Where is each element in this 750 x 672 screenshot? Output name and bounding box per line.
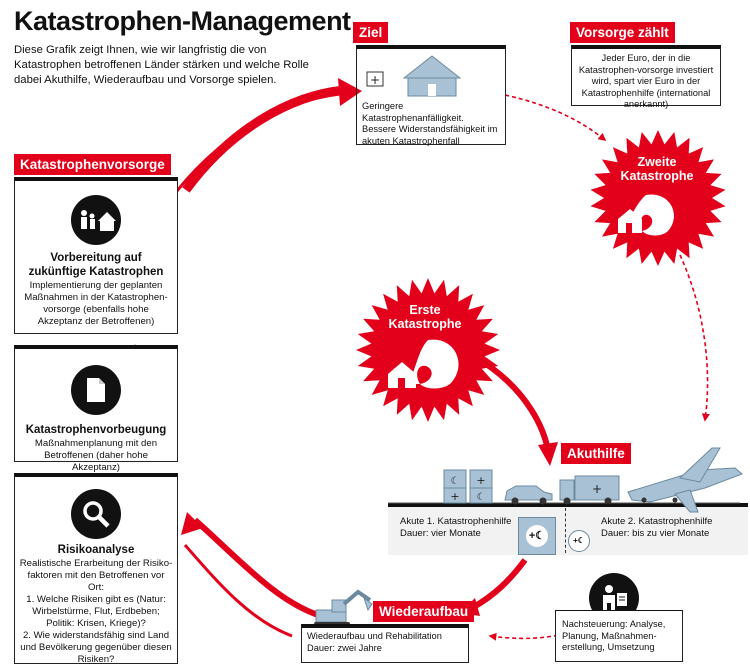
erste-katastrophe-text: Erste Katastrophe — [388, 303, 462, 331]
excavator-icon — [314, 589, 373, 627]
wiederaufbau-box: Wiederaufbau und Rehabilitation Dauer: z… — [301, 624, 469, 663]
svg-text:☾: ☾ — [451, 476, 460, 487]
relief-crates-icon: ☾ + + ☾ — [443, 469, 493, 504]
vorsorge-zaehlt-text: Jeder Euro, der in die Katastrophen-vors… — [578, 53, 714, 109]
vorsorge-zaehlt-box: Jeder Euro, der in die Katastrophen-vors… — [571, 45, 721, 109]
wiederaufbau-line1: Wiederaufbau und Rehabilitation — [307, 631, 442, 641]
wiederaufbau-line2: Dauer: zwei Jahre — [307, 642, 382, 653]
akute2-label: Akute 2. Katastrophenhilfe — [601, 516, 713, 527]
redcross-badge-small: +☾ — [568, 530, 590, 552]
svg-text:+: + — [370, 73, 380, 87]
magnifier-icon — [71, 489, 121, 539]
vorsorge-zaehlt-label: Vorsorge zählt — [570, 22, 675, 43]
ziel-box: Geringere Katastrophenanfälligkeit. Bess… — [356, 45, 506, 146]
arrow-vorsorge-to-ziel — [168, 78, 362, 201]
car-icon — [504, 485, 553, 505]
family-house-icon — [71, 195, 121, 245]
wiederaufbau-label: Wiederaufbau — [373, 601, 475, 622]
airplane-icon — [627, 447, 743, 513]
risikoanalyse-text: Realistische Erarbeitung der Risiko-fakt… — [19, 558, 173, 665]
dauer2-label: Dauer: bis zu vier Monate — [601, 528, 710, 539]
katastrophenvorsorge-label: Katastrophenvorsorge — [14, 154, 171, 175]
akuthilfe-right: Akute 2. Katastrophenhilfe Dauer: bis zu… — [601, 516, 712, 540]
vorbeugung-box: Katastrophenvorbeugung Maßnahmenplanung … — [14, 345, 178, 473]
katastrophenvorsorge-box: Vorbereitung auf zukünftige Katastrophen… — [14, 177, 178, 334]
truck-icon: + — [559, 475, 620, 505]
svg-text:+: + — [476, 474, 485, 487]
akuthilfe-panel — [388, 505, 748, 555]
wave-house-icon-zweite — [618, 194, 674, 236]
akute1-label: Akute 1. Katastrophenhilfe — [400, 516, 512, 527]
nachsteuerung-text: Nachsteuerung: Analyse, Planung, Maßnahm… — [562, 619, 666, 652]
document-icon — [71, 365, 121, 415]
nachsteuerung-box: Nachsteuerung: Analyse, Planung, Maßnahm… — [555, 610, 683, 662]
svg-text:+: + — [592, 482, 602, 496]
zweite-katastrophe-text: Zweite Katastrophe — [620, 155, 694, 183]
akuthilfe-divider — [565, 508, 566, 553]
arrow-erste-to-akuthilfe — [478, 357, 558, 466]
svg-text:+: + — [450, 490, 459, 503]
intro-text: Diese Grafik zeigt Ihnen, wie wir langfr… — [14, 44, 309, 86]
akuthilfe-left: Akute 1. Katastrophenhilfe Dauer: vier M… — [400, 516, 511, 540]
vorbeugung-heading: Katastrophenvorbeugung — [25, 424, 167, 436]
ziel-firstaid-icon: + — [366, 71, 384, 87]
ziel-line1: Geringere Katastrophenanfälligkeit. — [362, 101, 464, 123]
ziel-label: Ziel — [353, 22, 389, 43]
akuthilfe-label: Akuthilfe — [561, 443, 631, 464]
risikoanalyse-box: Risikoanalyse Realistische Erarbeitung d… — [14, 473, 178, 665]
wave-house-icon-erste — [388, 339, 459, 389]
dauer1-label: Dauer: vier Monate — [400, 528, 481, 539]
arrow-ziel-to-zweite — [504, 94, 607, 141]
risikoanalyse-heading: Risikoanalyse — [57, 544, 135, 556]
arrow-wiederaufbau-to-risiko — [181, 512, 319, 638]
ziel-house-icon — [402, 55, 462, 97]
arrow-zweite-to-akuthilfe — [679, 254, 710, 422]
vorsorge-text: Implementierung der geplanten Maßnahmen … — [24, 280, 168, 327]
svg-text:☾: ☾ — [477, 492, 486, 503]
page-title: Katastrophen-Management — [14, 6, 351, 36]
redcross-badge-large: +☾ — [518, 517, 556, 555]
vorbeugung-text: Maßnahmenplanung mit den Betroffenen (da… — [34, 438, 158, 473]
ziel-line2: Bessere Widerstandsfähigkeit im akuten K… — [362, 124, 498, 146]
vorsorge-heading: Vorbereitung auf zukünftige Katastrophen — [28, 252, 164, 278]
